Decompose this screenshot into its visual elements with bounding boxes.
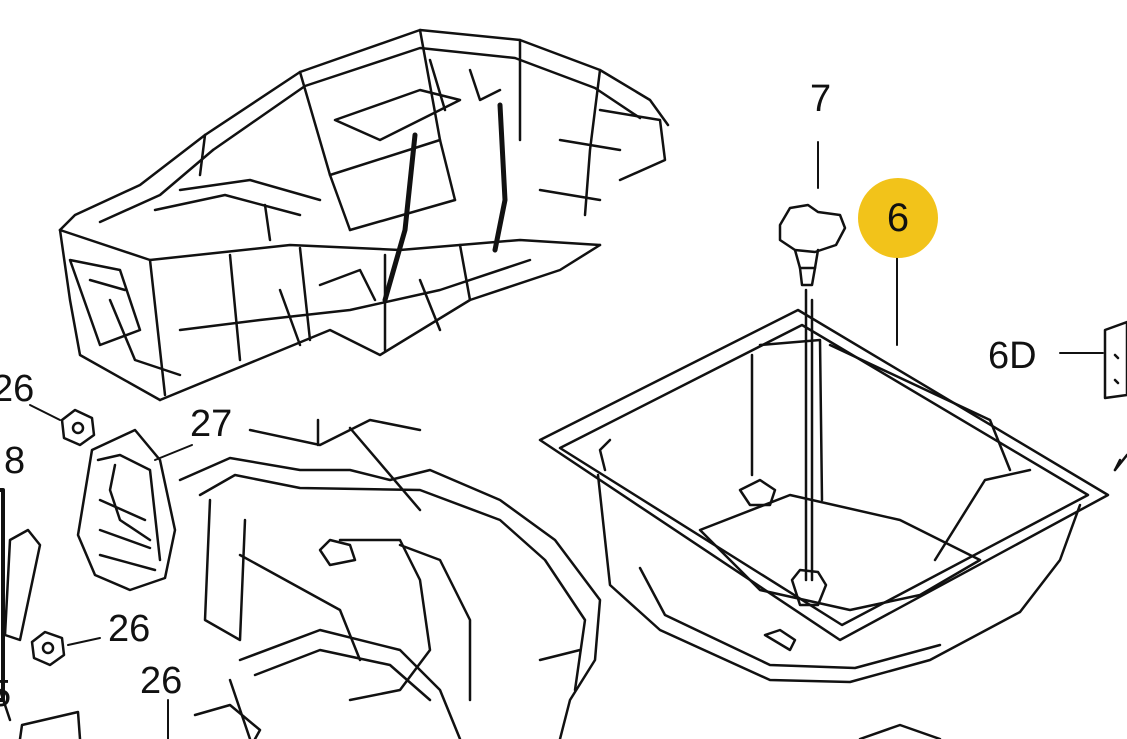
- bottom-left-part-icon: [0, 688, 82, 739]
- callout-label-cap: 7: [810, 78, 832, 120]
- bolt-icon: [0, 488, 42, 702]
- side-part-icon: [1059, 320, 1127, 472]
- callout-label-nut-bottom: 26: [140, 660, 183, 702]
- spare-wheel-well-icon: [538, 254, 1110, 684]
- callout-label-side-part: 6D: [988, 335, 1037, 377]
- bracket-icon: [76, 428, 193, 592]
- highlighted-callout-badge: 6: [858, 178, 938, 258]
- callout-label-bolt-left: 8: [4, 440, 26, 482]
- nut-icon: [29, 404, 101, 667]
- callout-label-nut-left-mid: 26: [108, 608, 151, 650]
- callout-label-bracket: 27: [190, 403, 233, 445]
- callout-label-highlighted: 6: [886, 195, 910, 240]
- underbody-icon: [167, 418, 1122, 739]
- wing-nut-icon: [778, 141, 847, 287]
- car-body-frame-icon: [58, 28, 670, 402]
- callout-label-edge-bottom: 5: [0, 673, 12, 715]
- callout-label-nut-left-top: 26: [0, 368, 35, 410]
